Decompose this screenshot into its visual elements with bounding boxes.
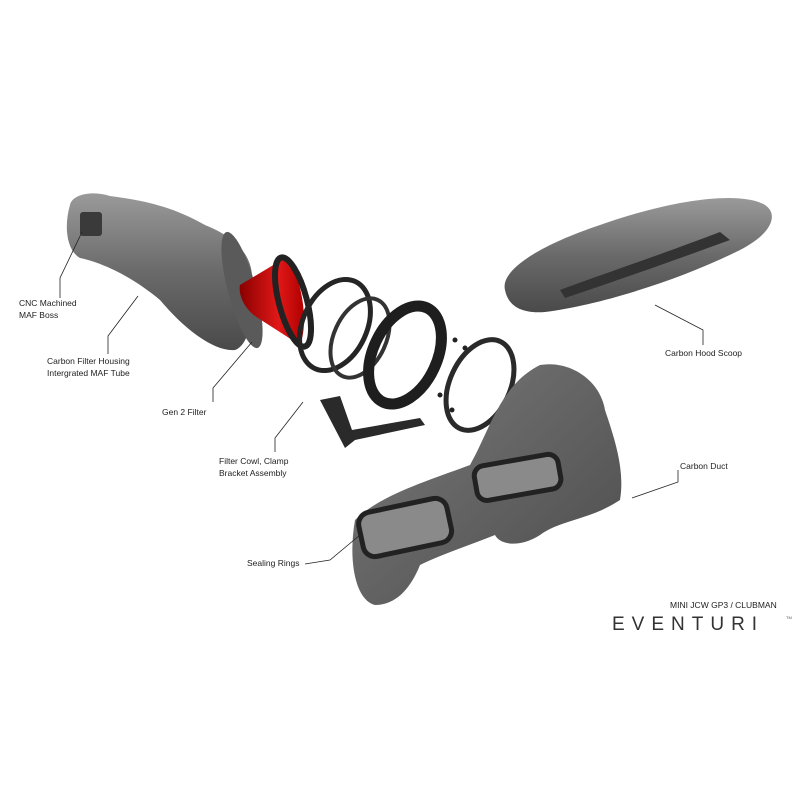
label-carbon-duct: Carbon Duct bbox=[680, 460, 728, 472]
label-line: CNC Machined bbox=[19, 298, 77, 308]
model-name: MINI JCW GP3 / CLUBMAN bbox=[670, 600, 777, 610]
label-line: Gen 2 Filter bbox=[162, 407, 207, 417]
label-line: Bracket Assembly bbox=[219, 468, 287, 478]
label-gen2-filter: Gen 2 Filter bbox=[162, 406, 206, 418]
label-line: Carbon Filter Housing bbox=[47, 356, 130, 366]
maf-boss bbox=[80, 212, 102, 236]
filter-cowl-clamp-rings bbox=[297, 276, 517, 448]
eventuri-logo: EVENTURI bbox=[612, 614, 765, 635]
gen2-filter bbox=[239, 254, 315, 350]
label-sealing-rings: Sealing Rings bbox=[247, 557, 299, 569]
label-line: Filter Cowl, Clamp bbox=[219, 456, 289, 466]
trademark-mark: TM bbox=[786, 615, 792, 620]
leader-lines bbox=[59, 231, 704, 565]
carbon-filter-housing bbox=[66, 193, 263, 351]
label-line: Carbon Duct bbox=[680, 461, 728, 471]
clamp-bracket bbox=[320, 396, 425, 448]
sealing-ring-left bbox=[356, 495, 455, 560]
sealing-ring-right bbox=[471, 451, 564, 503]
label-line: Intergrated MAF Tube bbox=[47, 368, 130, 378]
label-line: MAF Boss bbox=[19, 310, 59, 320]
label-hood-scoop: Carbon Hood Scoop bbox=[665, 347, 742, 359]
carbon-hood-scoop bbox=[504, 197, 772, 313]
label-line: Sealing Rings bbox=[247, 558, 300, 568]
label-line: Carbon Hood Scoop bbox=[665, 348, 743, 358]
carbon-duct bbox=[352, 364, 622, 605]
